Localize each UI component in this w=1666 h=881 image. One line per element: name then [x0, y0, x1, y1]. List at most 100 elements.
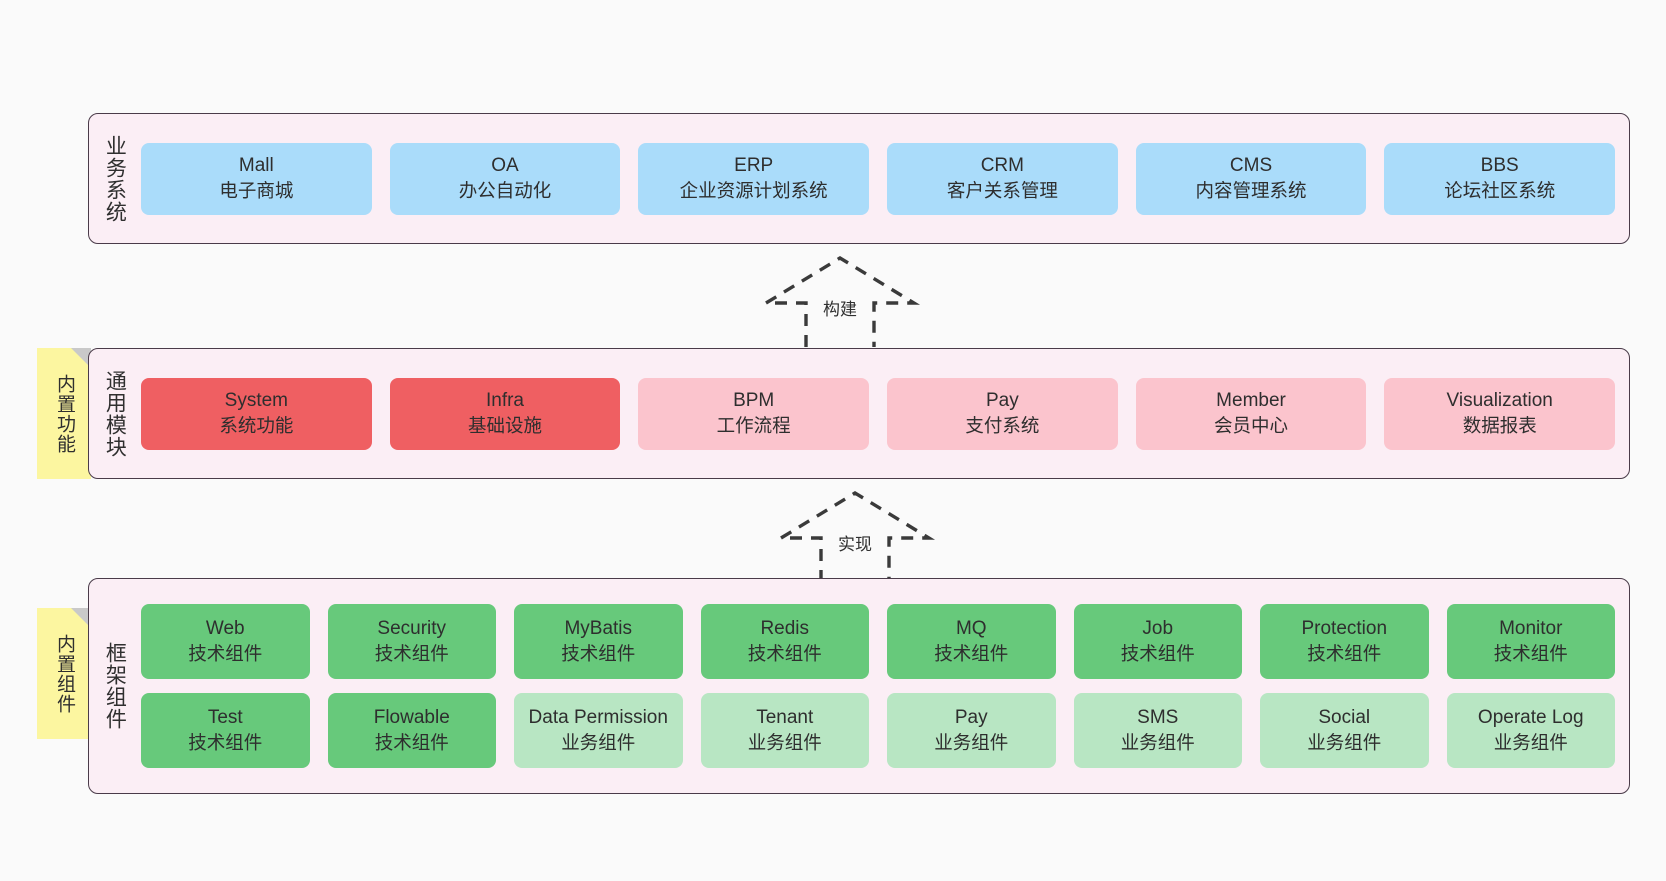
card-pay-module-subtitle: 支付系统 — [965, 414, 1040, 436]
card-test[interactable]: Test 技术组件 — [141, 693, 310, 768]
layer-common-module-caption: 通用模块 — [103, 369, 127, 458]
connector-realize-arrow: 实现 — [774, 490, 936, 582]
card-redis-subtitle: 技术组件 — [747, 642, 822, 664]
card-infra-subtitle: 基础设施 — [468, 414, 543, 436]
card-web[interactable]: Web 技术组件 — [141, 604, 310, 679]
card-member-subtitle: 会员中心 — [1214, 414, 1289, 436]
card-mq[interactable]: MQ 技术组件 — [887, 604, 1056, 679]
layer-framework-component-body: Web 技术组件 Security 技术组件 MyBatis 技术组件 Redi… — [137, 579, 1629, 793]
card-protection[interactable]: Protection 技术组件 — [1260, 604, 1429, 679]
card-pay-module[interactable]: Pay 支付系统 — [887, 377, 1118, 450]
card-cms[interactable]: CMS 内容管理系统 — [1135, 142, 1367, 215]
card-monitor[interactable]: Monitor 技术组件 — [1446, 604, 1615, 679]
card-data-permission[interactable]: Data Permission 业务组件 — [514, 693, 683, 768]
layer-common-module: 通用模块 System 系统功能 Infra 基础设施 BPM 工作流程 Pay… — [88, 348, 1630, 479]
layer-business-system-body: Mall 电子商城 OA 办公自动化 ERP 企业资源计划系统 CRM 客户关系… — [137, 114, 1629, 243]
layer-common-module-body: System 系统功能 Infra 基础设施 BPM 工作流程 Pay 支付系统… — [137, 349, 1629, 478]
card-erp-subtitle: 企业资源计划系统 — [679, 179, 828, 201]
card-crm-title: CRM — [980, 155, 1024, 177]
card-social-subtitle: 业务组件 — [1307, 731, 1382, 753]
card-bbs[interactable]: BBS 论坛社区系统 — [1384, 142, 1616, 215]
card-crm[interactable]: CRM 客户关系管理 — [887, 142, 1118, 215]
card-security[interactable]: Security 技术组件 — [327, 604, 496, 679]
business-system-row: Mall 电子商城 OA 办公自动化 ERP 企业资源计划系统 CRM 客户关系… — [141, 142, 1616, 215]
card-infra[interactable]: Infra 基础设施 — [389, 377, 621, 450]
card-monitor-subtitle: 技术组件 — [1493, 642, 1568, 664]
card-monitor-title: Monitor — [1499, 618, 1563, 640]
card-sms-subtitle: 业务组件 — [1120, 731, 1195, 753]
card-mall-title: Mall — [238, 155, 274, 177]
card-operate-log-title: Operate Log — [1477, 707, 1584, 729]
card-bpm-title: BPM — [733, 390, 775, 412]
card-social[interactable]: Social 业务组件 — [1260, 693, 1429, 768]
note-builtin-component-text: 内置组件 — [54, 633, 76, 714]
layer-framework-component: 框架组件 Web 技术组件 Security 技术组件 MyBatis 技术组件… — [88, 578, 1630, 794]
note-fold-corner-icon — [71, 608, 91, 628]
card-pay-module-title: Pay — [985, 390, 1019, 412]
card-oa[interactable]: OA 办公自动化 — [389, 142, 621, 215]
card-web-subtitle: 技术组件 — [188, 642, 263, 664]
card-protection-subtitle: 技术组件 — [1307, 642, 1382, 664]
card-member-title: Member — [1216, 390, 1286, 412]
card-visualization-subtitle: 数据报表 — [1462, 414, 1537, 436]
card-security-title: Security — [377, 618, 447, 640]
card-pay-component[interactable]: Pay 业务组件 — [887, 693, 1056, 768]
card-tenant-subtitle: 业务组件 — [747, 731, 822, 753]
card-bbs-title: BBS — [1480, 155, 1519, 177]
card-oa-title: OA — [491, 155, 519, 177]
card-mybatis-subtitle: 技术组件 — [561, 642, 636, 664]
card-flowable-title: Flowable — [373, 707, 450, 729]
card-job-title: Job — [1142, 618, 1174, 640]
note-builtin-function-text: 内置功能 — [54, 373, 76, 454]
card-sms[interactable]: SMS 业务组件 — [1073, 693, 1242, 768]
card-pay-component-subtitle: 业务组件 — [934, 731, 1009, 753]
card-cms-title: CMS — [1229, 155, 1273, 177]
card-mybatis-title: MyBatis — [564, 618, 633, 640]
card-operate-log[interactable]: Operate Log 业务组件 — [1446, 693, 1615, 768]
card-data-permission-title: Data Permission — [528, 707, 668, 729]
card-bbs-subtitle: 论坛社区系统 — [1444, 179, 1556, 201]
card-flowable[interactable]: Flowable 技术组件 — [327, 693, 496, 768]
card-social-title: Social — [1318, 707, 1371, 729]
card-system-subtitle: 系统功能 — [219, 414, 294, 436]
card-crm-subtitle: 客户关系管理 — [946, 179, 1058, 201]
card-visualization-title: Visualization — [1446, 390, 1553, 412]
connector-build-arrow: 构建 — [759, 255, 921, 347]
card-mall[interactable]: Mall 电子商城 — [141, 142, 372, 215]
card-mybatis[interactable]: MyBatis 技术组件 — [514, 604, 683, 679]
layer-framework-component-caption: 框架组件 — [103, 642, 127, 730]
card-visualization[interactable]: Visualization 数据报表 — [1384, 377, 1616, 450]
framework-business-row: Test 技术组件 Flowable 技术组件 Data Permission … — [141, 693, 1615, 768]
card-cms-subtitle: 内容管理系统 — [1195, 179, 1307, 201]
card-bpm-subtitle: 工作流程 — [716, 414, 791, 436]
card-sms-title: SMS — [1137, 707, 1179, 729]
card-system[interactable]: System 系统功能 — [141, 377, 372, 450]
card-tenant-title: Tenant — [756, 707, 814, 729]
card-redis[interactable]: Redis 技术组件 — [700, 604, 869, 679]
card-bpm[interactable]: BPM 工作流程 — [638, 377, 870, 450]
card-erp[interactable]: ERP 企业资源计划系统 — [638, 142, 870, 215]
note-builtin-function: 内置功能 — [37, 348, 91, 479]
card-erp-title: ERP — [734, 155, 774, 177]
card-job-subtitle: 技术组件 — [1120, 642, 1195, 664]
card-mq-title: MQ — [955, 618, 987, 640]
layer-business-system-caption: 业务系统 — [103, 134, 127, 223]
card-pay-component-title: Pay — [954, 707, 988, 729]
common-module-row: System 系统功能 Infra 基础设施 BPM 工作流程 Pay 支付系统… — [141, 377, 1616, 450]
card-security-subtitle: 技术组件 — [374, 642, 449, 664]
card-operate-log-subtitle: 业务组件 — [1493, 731, 1568, 753]
card-system-title: System — [224, 390, 289, 412]
card-test-title: Test — [207, 707, 243, 729]
card-redis-title: Redis — [760, 618, 810, 640]
card-flowable-subtitle: 技术组件 — [374, 731, 449, 753]
card-tenant[interactable]: Tenant 业务组件 — [700, 693, 869, 768]
card-web-title: Web — [205, 618, 245, 640]
card-mq-subtitle: 技术组件 — [934, 642, 1009, 664]
note-builtin-component: 内置组件 — [37, 608, 91, 739]
framework-tech-row: Web 技术组件 Security 技术组件 MyBatis 技术组件 Redi… — [141, 604, 1615, 679]
card-protection-title: Protection — [1301, 618, 1388, 640]
card-job[interactable]: Job 技术组件 — [1073, 604, 1242, 679]
card-member[interactable]: Member 会员中心 — [1135, 377, 1367, 450]
card-oa-subtitle: 办公自动化 — [458, 179, 552, 201]
